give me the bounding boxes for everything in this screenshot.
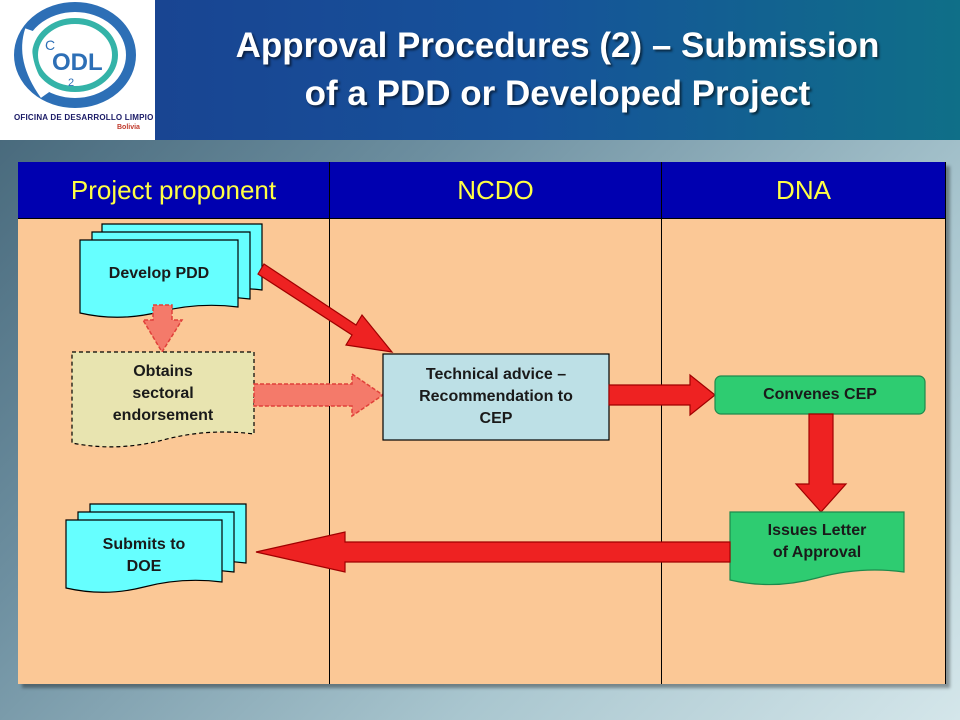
slide-title-line-2: of a PDD or Developed Project [304,74,811,113]
technical-line-2: Recommendation to [419,388,573,405]
technical-advice-label: Technical advice – Recommendation to CEP [383,360,609,434]
logo-caption: OFICINA DE DESARROLLO LIMPIO [14,113,154,122]
lane-header-dna: DNA [662,162,946,218]
technical-advice-shape [382,353,610,441]
submits-line-2: DOE [126,558,162,575]
submits-doe-label: Submits to DOE [66,530,222,582]
swimlane-table: Project proponent NCDO DNA [18,162,946,684]
salmon-arrow-right [253,372,385,418]
sectoral-line-1: Obtains [133,363,193,380]
red-arrow-down [794,413,848,513]
issues-letter-shape [729,511,905,586]
slide-title: Approval Procedures (2) – Submission of … [160,22,955,118]
submits-doe-shape [65,503,247,593]
slide-header: C ODL 2 OFICINA DE DESARROLLO LIMPIO Bol… [0,0,960,140]
lane-body-dna [662,218,946,684]
red-arrow-right [608,373,716,417]
issues-line-2: of Approval [772,544,862,561]
logo-mark-icon: C ODL 2 [14,2,136,108]
slide-title-line-1: Approval Procedures (2) – Submission [235,26,880,65]
odl-logo: C ODL 2 OFICINA DE DESARROLLO LIMPIO Bol… [0,0,155,140]
develop-pdd-shape [79,223,263,318]
logo-2: 2 [68,77,74,89]
sectoral-endorsement-label: Obtains sectoral endorsement [72,358,254,430]
convenes-cep-label: Convenes CEP [763,386,877,403]
sectoral-line-2: sectoral [132,385,194,402]
salmon-arrow-down [141,304,184,354]
technical-line-1: Technical advice – [425,366,567,383]
logo-country: Bolivia [117,124,140,131]
logo-letters: ODL [52,49,103,76]
red-arrow-left [255,531,731,573]
sectoral-line-3: endorsement [112,407,214,424]
develop-pdd-label: Develop PDD [108,265,210,282]
issues-line-1: Issues Letter [767,522,867,539]
sectoral-endorsement-shape [71,351,255,448]
issues-letter-label: Issues Letter of Approval [730,516,904,568]
lane-body-ncdo [330,218,662,684]
logo-c: C [45,37,55,53]
technical-line-3: CEP [479,410,513,427]
submits-line-1: Submits to [102,536,186,553]
red-arrow-diagonal [257,263,394,353]
lane-header-ncdo: NCDO [330,162,662,218]
lane-header-project-proponent: Project proponent [18,162,330,218]
